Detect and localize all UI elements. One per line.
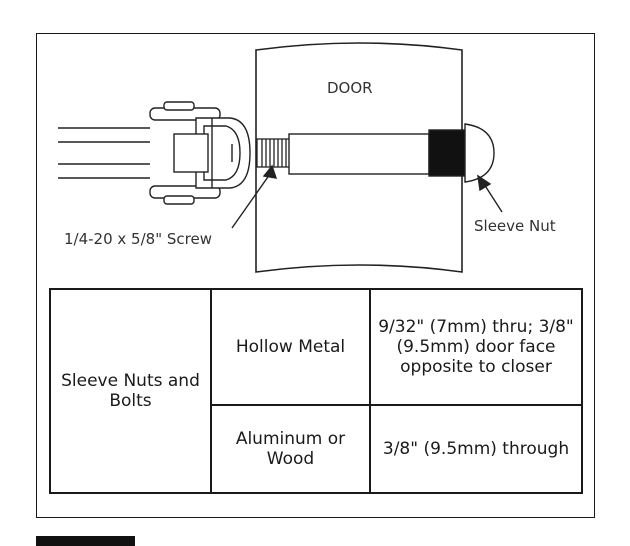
table-row: Sleeve Nuts and Bolts Hollow Metal 9/32"… [49,288,583,494]
callout-leaders [231,164,503,229]
closer-arm [58,127,150,179]
mounting-spec-table: Sleeve Nuts and Bolts Hollow Metal 9/32"… [49,288,583,494]
mounting-bracket [149,101,251,205]
fastener-type-cell: Sleeve Nuts and Bolts [49,288,212,494]
door-label: DOOR [327,79,373,97]
sleeve-nut [288,123,495,183]
screw-label: 1/4-20 x 5/8" Screw [64,230,212,248]
material-cell: Hollow Metal [210,288,371,406]
material-cell: Aluminum or Wood [210,404,371,494]
figure-frame [36,33,595,518]
hole-size-cell: 9/32" (7mm) thru; 3/8" (9.5mm) door face… [369,288,583,406]
table-row: Aluminum or Wood 3/8" (9.5mm) through [50,404,583,494]
sleeve-nut-label: Sleeve Nut [474,217,556,235]
caption-bar [36,536,135,546]
hole-size-cell: 3/8" (9.5mm) through [369,404,583,494]
